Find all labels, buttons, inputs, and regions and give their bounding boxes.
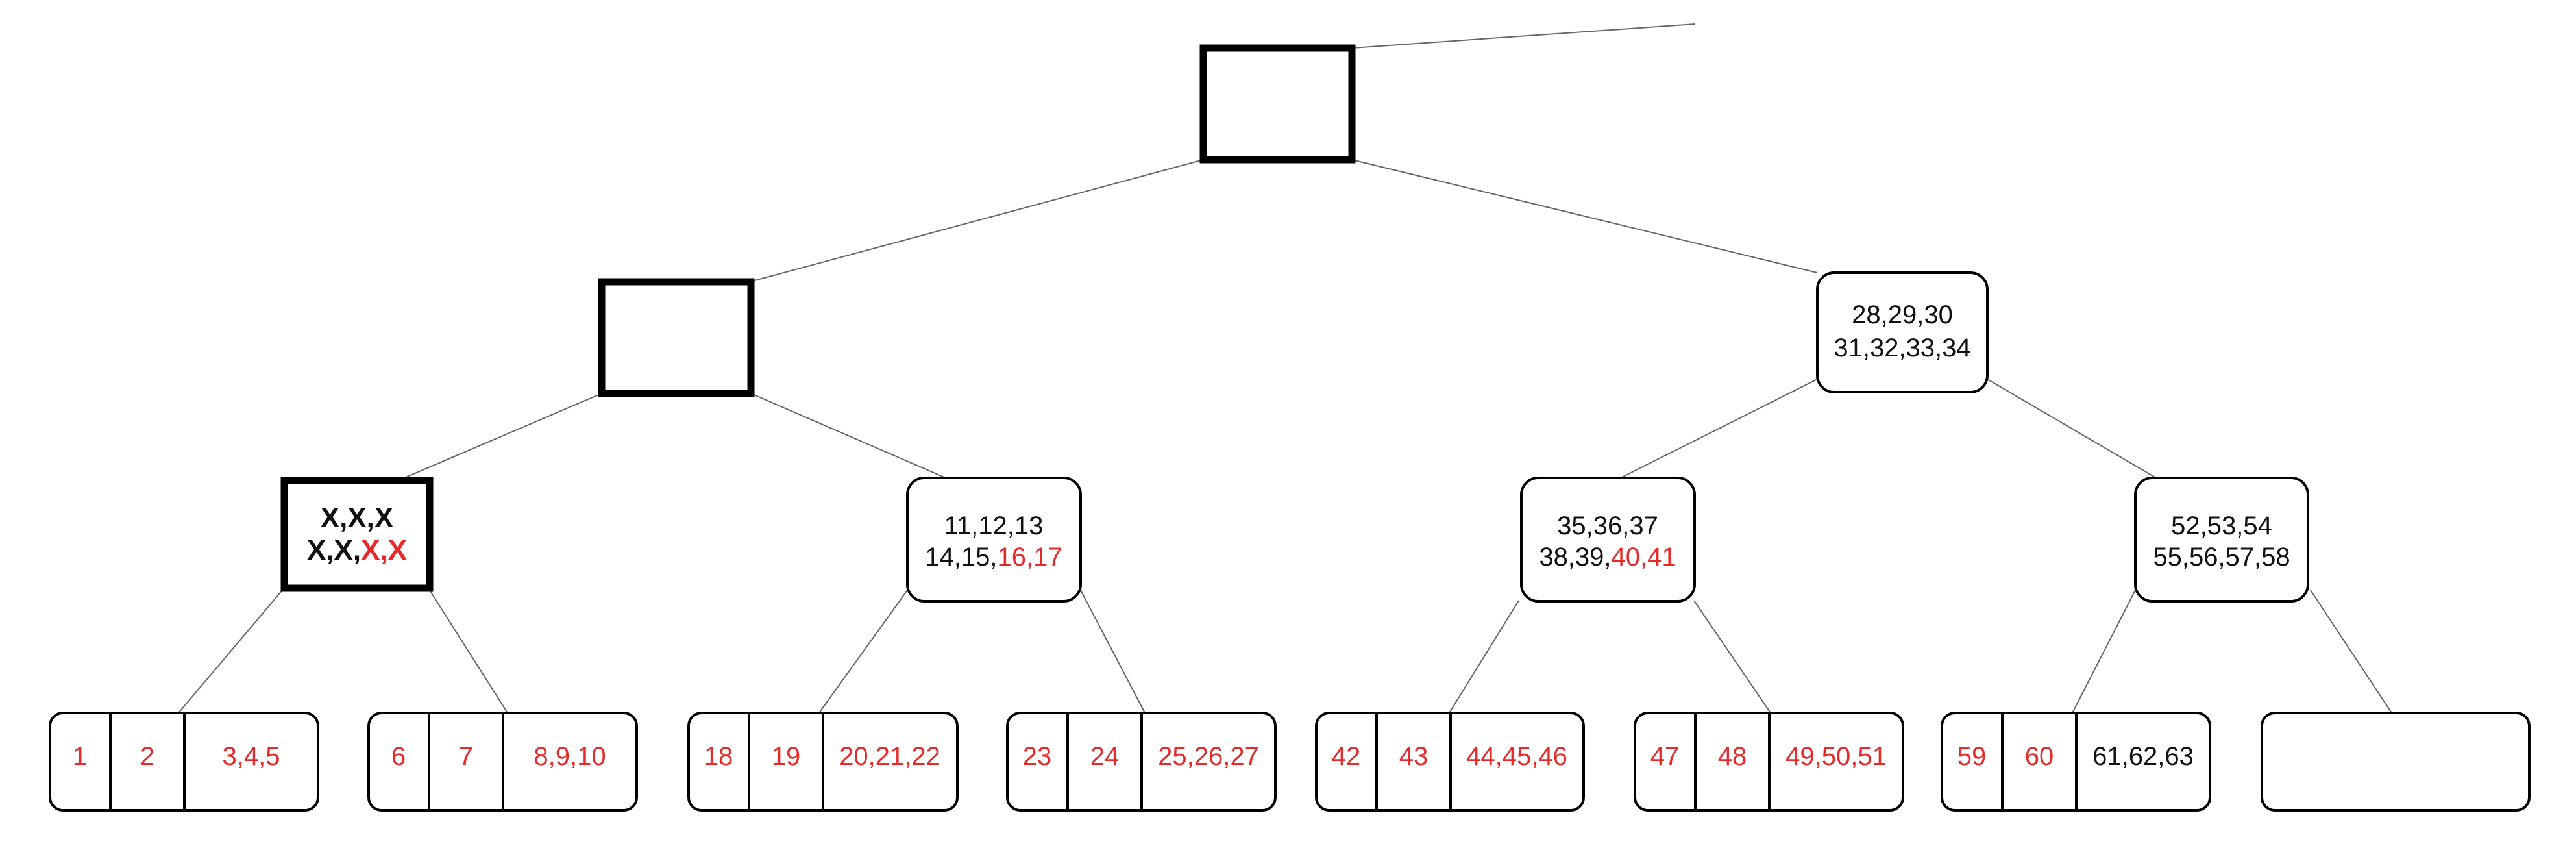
internal-node: 52,53,54 55,56,57,58 <box>2134 477 2309 603</box>
key-segment: 2 <box>140 742 154 771</box>
leaf-cell-2: 2 <box>140 742 154 771</box>
edge-n2b-leaf4 <box>1080 590 1146 714</box>
leaf-cell-3: 20,21,22 <box>839 742 940 771</box>
leaf-node: 23 24 25,26,27 <box>1006 712 1277 812</box>
key-segment: 35,36,37 <box>1557 512 1658 540</box>
edge-left-n2a <box>404 393 602 479</box>
leaf-cell-1: 6 <box>391 742 406 771</box>
edge-n2b-leaf3 <box>818 590 908 714</box>
edge-root-parent <box>1351 23 1696 49</box>
leaf-cell-1: 1 <box>73 742 87 771</box>
key-segment: 61,62,63 <box>2092 742 2194 771</box>
leaf-node: 6 7 8,9,10 <box>367 712 638 812</box>
key-segment: 49,50,51 <box>1785 742 1887 771</box>
internal-node: 11,12,13 14,15,16,17 <box>906 477 1082 603</box>
key-segment: 24 <box>1090 742 1120 771</box>
node-keys-line-2: 55,56,57,58 <box>2153 543 2290 571</box>
connector-lines <box>178 23 2392 714</box>
key-segment: 20,21,22 <box>839 742 940 771</box>
internal-node: 28,29,30 31,32,33,34 <box>1816 271 1989 393</box>
node-keys-line-1: 52,53,54 <box>2171 512 2272 540</box>
key-segment: 16,17 <box>998 543 1062 571</box>
leaf-node: 18 19 20,21,22 <box>687 712 959 812</box>
key-segment: 7 <box>459 742 473 771</box>
leaf-node: 1 2 3,4,5 <box>49 712 319 812</box>
leaf-node: 59 60 61,62,63 <box>1941 712 2211 812</box>
leaf-cell-2: 7 <box>459 742 473 771</box>
leaf-cell-2: 19 <box>772 742 801 771</box>
key-segment: 6 <box>391 742 406 771</box>
key-segment: 23 <box>1023 742 1052 771</box>
node-keys-line-2: 38,39,40,41 <box>1539 543 1676 571</box>
leaf-cell-3: 8,9,10 <box>534 742 606 771</box>
leaf-cell-3: 49,50,51 <box>1785 742 1887 771</box>
leaf-cell-3: 61,62,63 <box>2092 742 2194 771</box>
key-segment: X,X, <box>307 534 361 566</box>
key-segment: 31,32,33,34 <box>1834 334 1970 362</box>
leaf-cell-2: 43 <box>1399 742 1429 771</box>
highlighted-internal-node: X,X,X X,X,X,X <box>280 477 434 592</box>
key-segment: 3,4,5 <box>223 742 280 771</box>
key-segment: 60 <box>2025 742 2054 771</box>
key-segment: X,X <box>361 534 407 566</box>
key-segment: 43 <box>1399 742 1429 771</box>
key-segment: 28,29,30 <box>1852 301 1953 329</box>
key-segment: 42 <box>1332 742 1361 771</box>
leaf-cell-2: 60 <box>2025 742 2054 771</box>
key-segment: 18 <box>704 742 733 771</box>
edge-root-right <box>1351 159 1818 273</box>
empty-leaf-node <box>2261 712 2531 812</box>
edge-n2c-leaf5 <box>1449 600 1519 714</box>
node-keys-line-1: X,X,X <box>321 502 394 534</box>
leaf-row: 1 2 3,4,5 6 7 8,9,10 18 19 20,21,22 23 2… <box>49 712 2531 812</box>
key-segment: X,X,X <box>321 502 394 534</box>
leaf-cell-1: 42 <box>1332 742 1361 771</box>
edge-n2d-leaf7 <box>2072 590 2136 714</box>
node-keys-line-1: 28,29,30 <box>1852 301 1953 329</box>
key-segment: 52,53,54 <box>2171 512 2272 540</box>
key-segment: 1 <box>73 742 87 771</box>
leaf-cell-1: 47 <box>1650 742 1680 771</box>
edge-n2a-leaf2 <box>429 590 508 714</box>
leaf-cell-2: 24 <box>1090 742 1120 771</box>
node-keys-line-1: 35,36,37 <box>1557 512 1658 540</box>
leaf-cell-3: 3,4,5 <box>223 742 280 771</box>
internal-node: 35,36,37 38,39,40,41 <box>1520 477 1696 603</box>
key-segment: 8,9,10 <box>534 742 606 771</box>
key-segment: 55,56,57,58 <box>2153 543 2290 571</box>
edge-n1a-n2c <box>1620 379 1818 479</box>
empty-node-root <box>1199 44 1356 164</box>
leaf-cell-2: 48 <box>1718 742 1747 771</box>
key-segment: 59 <box>1957 742 1987 771</box>
edge-n2d-leaf8 <box>2310 590 2392 714</box>
leaf-node: 47 48 49,50,51 <box>1634 712 1904 812</box>
edge-left-n2b <box>750 393 946 479</box>
leaf-cell-1: 59 <box>1957 742 1987 771</box>
leaf-cell-3: 44,45,46 <box>1466 742 1567 771</box>
empty-node-left <box>598 278 755 397</box>
key-segment: 44,45,46 <box>1466 742 1567 771</box>
leaf-cell-3: 25,26,27 <box>1158 742 1259 771</box>
edge-n2c-leaf6 <box>1693 600 1771 714</box>
key-segment: 14,15, <box>925 543 997 571</box>
node-keys-line-2: 14,15,16,17 <box>925 543 1062 571</box>
edge-n1a-n2d <box>1987 379 2157 479</box>
node-keys-line-1: 11,12,13 <box>944 512 1044 540</box>
leaf-node: 42 43 44,45,46 <box>1315 712 1585 812</box>
key-segment: 38,39, <box>1539 543 1611 571</box>
leaf-cell-1: 23 <box>1023 742 1052 771</box>
edge-n2a-leaf1 <box>178 590 283 714</box>
key-segment: 47 <box>1650 742 1680 771</box>
edge-root-left <box>752 159 1204 282</box>
key-segment: 25,26,27 <box>1158 742 1259 771</box>
key-segment: 19 <box>772 742 801 771</box>
node-keys-line-2: 31,32,33,34 <box>1834 334 1970 362</box>
key-segment: 40,41 <box>1612 543 1676 571</box>
leaf-cell-1: 18 <box>704 742 733 771</box>
node-keys-line-2: X,X,X,X <box>307 534 407 566</box>
key-segment: 11,12,13 <box>944 512 1044 540</box>
key-segment: 48 <box>1718 742 1747 771</box>
